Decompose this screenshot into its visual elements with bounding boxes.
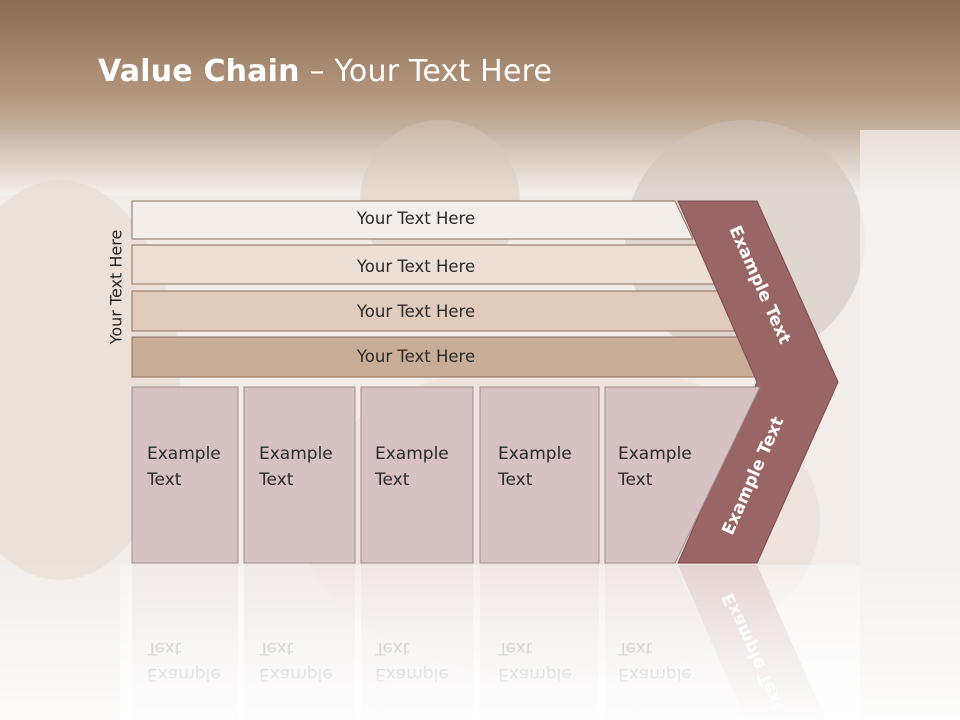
margin-chevron: Example Text Example Text <box>677 200 839 564</box>
primary-cell-1-shape <box>131 386 239 564</box>
primary-cell-3-shape <box>360 386 474 564</box>
primary-cell-1-line1: Example <box>147 444 221 464</box>
support-band-1: Your Text Here <box>131 200 694 240</box>
primary-cell-5-line1: Example <box>618 444 692 464</box>
reflection-fade <box>120 565 860 720</box>
primary-cell-5: Example Text <box>604 386 761 564</box>
primary-cell-4-line2: Text <box>497 470 533 490</box>
support-band-2-label: Your Text Here <box>356 257 475 276</box>
primary-cell-1-line2: Text <box>146 470 182 490</box>
primary-cell-2-shape <box>243 386 356 564</box>
primary-cell-5-line2: Text <box>617 470 653 490</box>
primary-cell-3: Example Text <box>360 386 474 564</box>
support-band-3: Your Text Here <box>131 290 740 332</box>
support-band-1-shape <box>131 200 694 240</box>
support-band-3-label: Your Text Here <box>356 302 475 321</box>
slide-title: Value Chain – Your Text Here <box>98 54 553 89</box>
primary-cell-5-shape <box>604 386 761 564</box>
primary-cell-2-line1: Example <box>259 444 333 464</box>
primary-cell-2-line2: Text <box>258 470 294 490</box>
primary-cell-4-line1: Example <box>498 444 572 464</box>
primary-cell-1: Example Text <box>131 386 239 564</box>
support-band-4: Your Text Here <box>131 336 764 378</box>
support-band-1-label: Your Text Here <box>356 209 475 228</box>
support-band-4-label: Your Text Here <box>356 347 475 366</box>
primary-cell-4-shape <box>479 386 600 564</box>
primary-cell-3-line2: Text <box>374 470 410 490</box>
support-band-2: Your Text Here <box>131 244 717 285</box>
primary-cell-4: Example Text <box>479 386 600 564</box>
primary-cell-3-line1: Example <box>375 444 449 464</box>
primary-cell-2: Example Text <box>243 386 356 564</box>
